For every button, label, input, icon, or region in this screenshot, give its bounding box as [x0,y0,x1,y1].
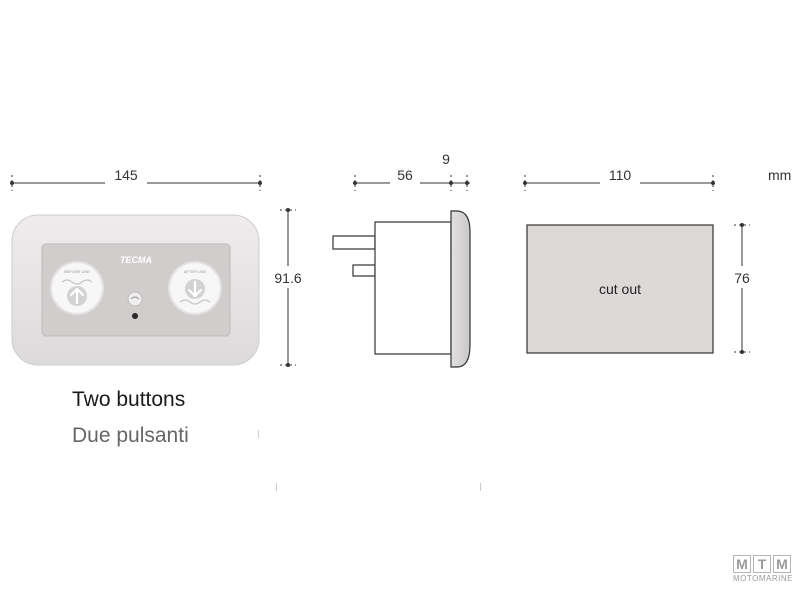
cutout-label: cut out [599,281,641,297]
control-panel-side [332,210,471,368]
dim-label-side-flange: 9 [442,151,450,167]
caption-italian: Due pulsanti [72,424,189,447]
dim-label-panel-width: 145 [114,167,138,183]
watermark-letter: M [733,555,751,573]
watermark-subtitle: MOTOMARINE [733,574,793,583]
flush-button-after: AFTER USE [168,261,222,315]
watermark-logo: M T M MOTOMARINE [733,555,793,583]
status-indicator [127,291,143,319]
left-button-text: BEFORE USE [64,269,90,274]
led-light [132,313,138,319]
watermark-letter: M [773,555,791,573]
dim-line-panel-width [10,170,262,191]
dim-label-side-depth: 56 [397,167,413,183]
guide-marks [258,430,481,491]
dim-line-cutout-height [728,223,756,354]
water-wave-icon [61,279,93,285]
right-button-text: AFTER USE [184,269,207,274]
caption-english: Two buttons [72,388,186,411]
dim-label-cutout-height: 76 [734,270,750,286]
watermark-letter: T [753,555,771,573]
cutout-rect [526,224,714,354]
flush-button-before: BEFORE USE [50,261,104,315]
dim-line-cutout-width [523,170,715,191]
dim-line-panel-height [266,208,310,367]
brand-logo: TECMA [120,255,152,265]
dim-label-panel-height: 91.6 [274,270,301,286]
dim-label-cutout-width: 110 [609,167,632,183]
dim-line-side-depth [353,170,470,191]
control-panel-front: TECMA BEFORE USE AFTER USE [11,214,260,366]
units-label: mm [768,167,791,183]
